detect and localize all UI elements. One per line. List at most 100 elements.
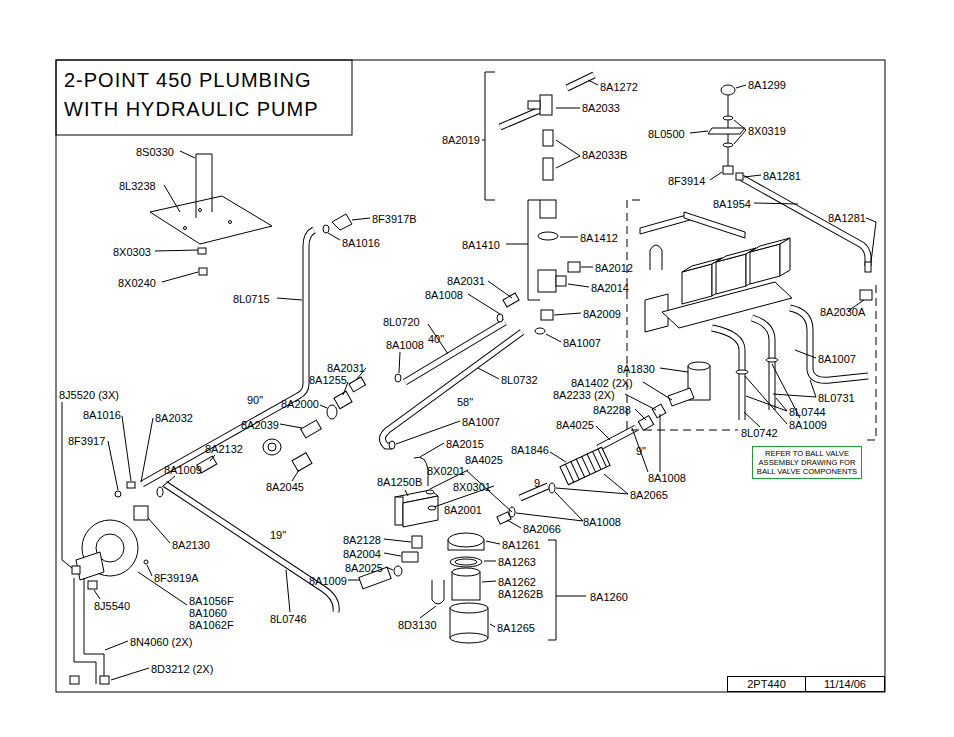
callout-number: 9 [534,478,540,489]
callout-number: 8A1016 [342,238,380,249]
callout-number: 8L0742 [741,428,778,439]
drawing-part [860,290,872,300]
drawing-part [752,318,772,410]
callout-number: 8X0201 [427,466,465,477]
drawing-part [560,447,610,485]
drawing-part [198,248,206,254]
drawing-part [403,496,438,527]
drawing-part [450,633,488,643]
callout-number: 8A1272 [600,82,638,93]
callout-number: 8L3238 [119,181,156,192]
drawing-part [402,552,418,562]
callout-number: 8A1402 (2X) [571,378,633,389]
callout-number: 8A1255 [309,375,347,386]
callout-number: 8A1260 [590,592,628,603]
callout-number: 8A2065 [630,490,668,501]
drawing-part [74,578,104,684]
callout-number: 8X0240 [118,278,156,289]
drawing-part [196,154,212,218]
drawing-part [866,285,876,440]
drawing-part [541,310,553,320]
drawing-part [382,332,522,446]
drawing-part [598,428,636,448]
drawing-part [688,362,710,370]
callout-number: 8A2128 [343,535,381,546]
drawing-part [62,80,876,680]
drawing-part [543,130,553,146]
callout-number: 8A2130 [172,540,210,551]
drawing-part [426,490,434,494]
drawing-part [199,268,207,275]
callout-number: 8A2000 [281,399,319,410]
drawing-part [412,536,422,548]
callout-number: 8A1281 [828,213,866,224]
drawing-part [565,449,606,482]
drawing-part [640,214,690,234]
callout-number: 8A4025 [465,455,503,466]
callout-number: 8A1954 [713,199,751,210]
drawing-part [723,143,733,147]
drawing-part [723,116,733,120]
drawing-part [752,318,772,410]
drawing-part [684,212,745,238]
callout-number: 8J5540 [94,601,130,612]
callout-number: 8A1299 [748,80,786,91]
drawing-part [56,60,352,135]
callout-number: 8A4025 [556,420,594,431]
drawing-part [150,196,272,244]
drawing-part [70,676,79,684]
callout-number: 90" [247,395,263,406]
callout-number: 8L0500 [648,129,685,140]
callout-number: 8L0744 [789,407,826,418]
drawing-part [535,328,545,334]
callout-number: 8J5520 (3X) [59,390,119,401]
callout-number: 8A2033B [582,150,627,161]
callout-number: 8A1062F [189,620,234,631]
drawing-part [263,439,281,455]
drawing-part [497,512,511,524]
callout-number: 8X0319 [748,126,786,137]
drawing-part [528,101,540,109]
callout-number: 8D3130 [398,620,437,631]
drawing-part [538,232,558,240]
callout-number: 8L0715 [233,294,270,305]
callout-number: 8A1830 [617,364,655,375]
callout-number: 8A1846 [511,445,549,456]
drawing-part [229,221,232,224]
drawing-part [500,110,540,127]
callout-number: 8X0303 [113,247,151,258]
drawing-part [157,487,163,497]
callout-number: 8F3919A [154,573,199,584]
drawing-part [327,405,337,419]
callout-number: 8L0746 [270,614,307,625]
drawing-part [721,85,735,95]
callout-number: 8L0731 [818,393,855,404]
callout-number: 8A1265 [497,623,535,634]
drawing-part [766,358,778,362]
drawing-part [549,483,555,493]
callout-number: 8A2132 [205,444,243,455]
callout-number: 8A1008 [386,340,424,351]
drawing-part [790,308,868,380]
callout-number: 8A2066 [523,524,561,535]
callout-number: 8A2039 [241,420,279,431]
drawing-part [503,293,519,307]
drawing-part [382,332,522,446]
drawing-part [455,559,477,565]
callout-number: 8L0720 [383,317,420,328]
drawing-part [144,560,148,564]
callout-number: 8A1056F [189,596,234,607]
drawing-part [323,225,329,233]
drawing-part [405,322,505,382]
drawing-part [736,173,743,180]
drawing-part [723,166,733,174]
node-text: 2PT440 [728,677,805,691]
callout-number: 8A1261 [502,540,540,551]
drawing-part [432,580,444,604]
callout-number: 58" [457,397,473,408]
drawing-part [389,441,395,449]
callout-number: 8D3212 (2X) [151,664,213,675]
drawing-part [165,484,336,612]
callout-number: 8A2045 [266,482,304,493]
callout-number: 8A2012 [595,263,633,274]
